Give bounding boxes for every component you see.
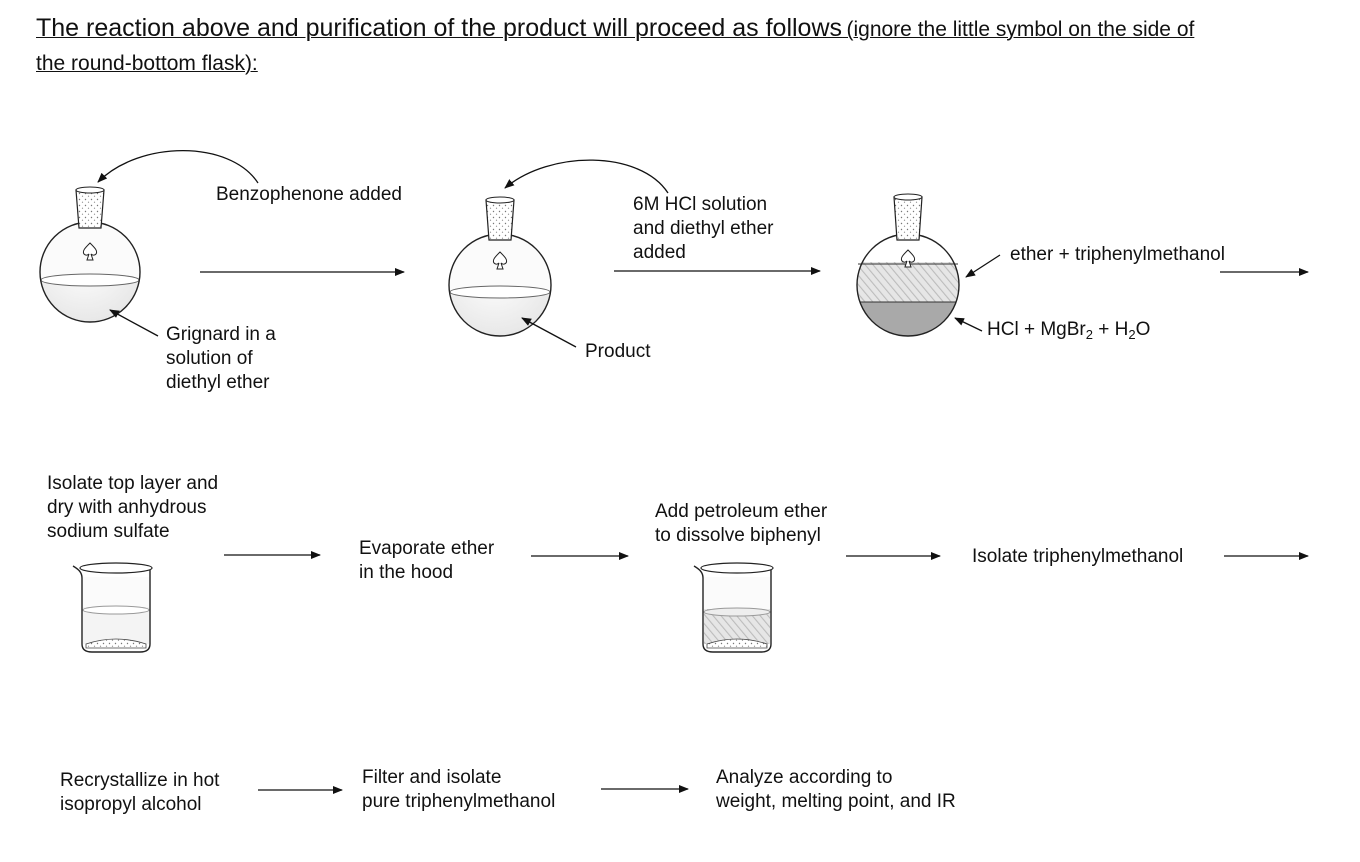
heading-main: The reaction above and purification of t… (36, 14, 843, 42)
label-benzophenone-added: Benzophenone added (216, 184, 402, 205)
beaker-petroleum-ether (693, 562, 774, 653)
label-grignard-solution: Grignard in a solution of diethyl ether (166, 324, 276, 393)
row2-row3-arrows (224, 551, 1309, 794)
label-evaporate-ether: Evaporate ether in the hood (359, 538, 495, 583)
label-hcl-ether-added: 6M HCl solution and diethyl ether added (633, 194, 774, 263)
label-product: Product (585, 341, 651, 362)
label-top-layer: ether + triphenylmethanol (1010, 244, 1225, 265)
row1-arrows (97, 150, 1309, 348)
label-isolate-dry: Isolate top layer and dry with anhydrous… (47, 473, 219, 542)
round-bottom-flask-layers (856, 193, 960, 337)
round-bottom-flask-product (448, 196, 552, 337)
label-add-petroleum-ether: Add petroleum ether to dissolve biphenyl (655, 501, 828, 546)
page-heading: The reaction above and purification of t… (36, 12, 1336, 82)
round-bottom-flask-grignard (39, 186, 141, 323)
label-filter-isolate: Filter and isolate pure triphenylmethano… (362, 767, 556, 812)
label-bottom-layer: HCl + MgBr2 + H2O (987, 319, 1151, 342)
label-isolate-triphenylmethanol: Isolate triphenylmethanol (972, 546, 1184, 567)
label-analyze: Analyze according to weight, melting poi… (716, 767, 956, 812)
label-recrystallize: Recrystallize in hot isopropyl alcohol (60, 770, 220, 815)
heading-line2: the round-bottom flask): (36, 52, 258, 75)
beaker-sodium-sulfate (72, 562, 153, 653)
heading-note: (ignore the little symbol on the side of (846, 18, 1195, 41)
